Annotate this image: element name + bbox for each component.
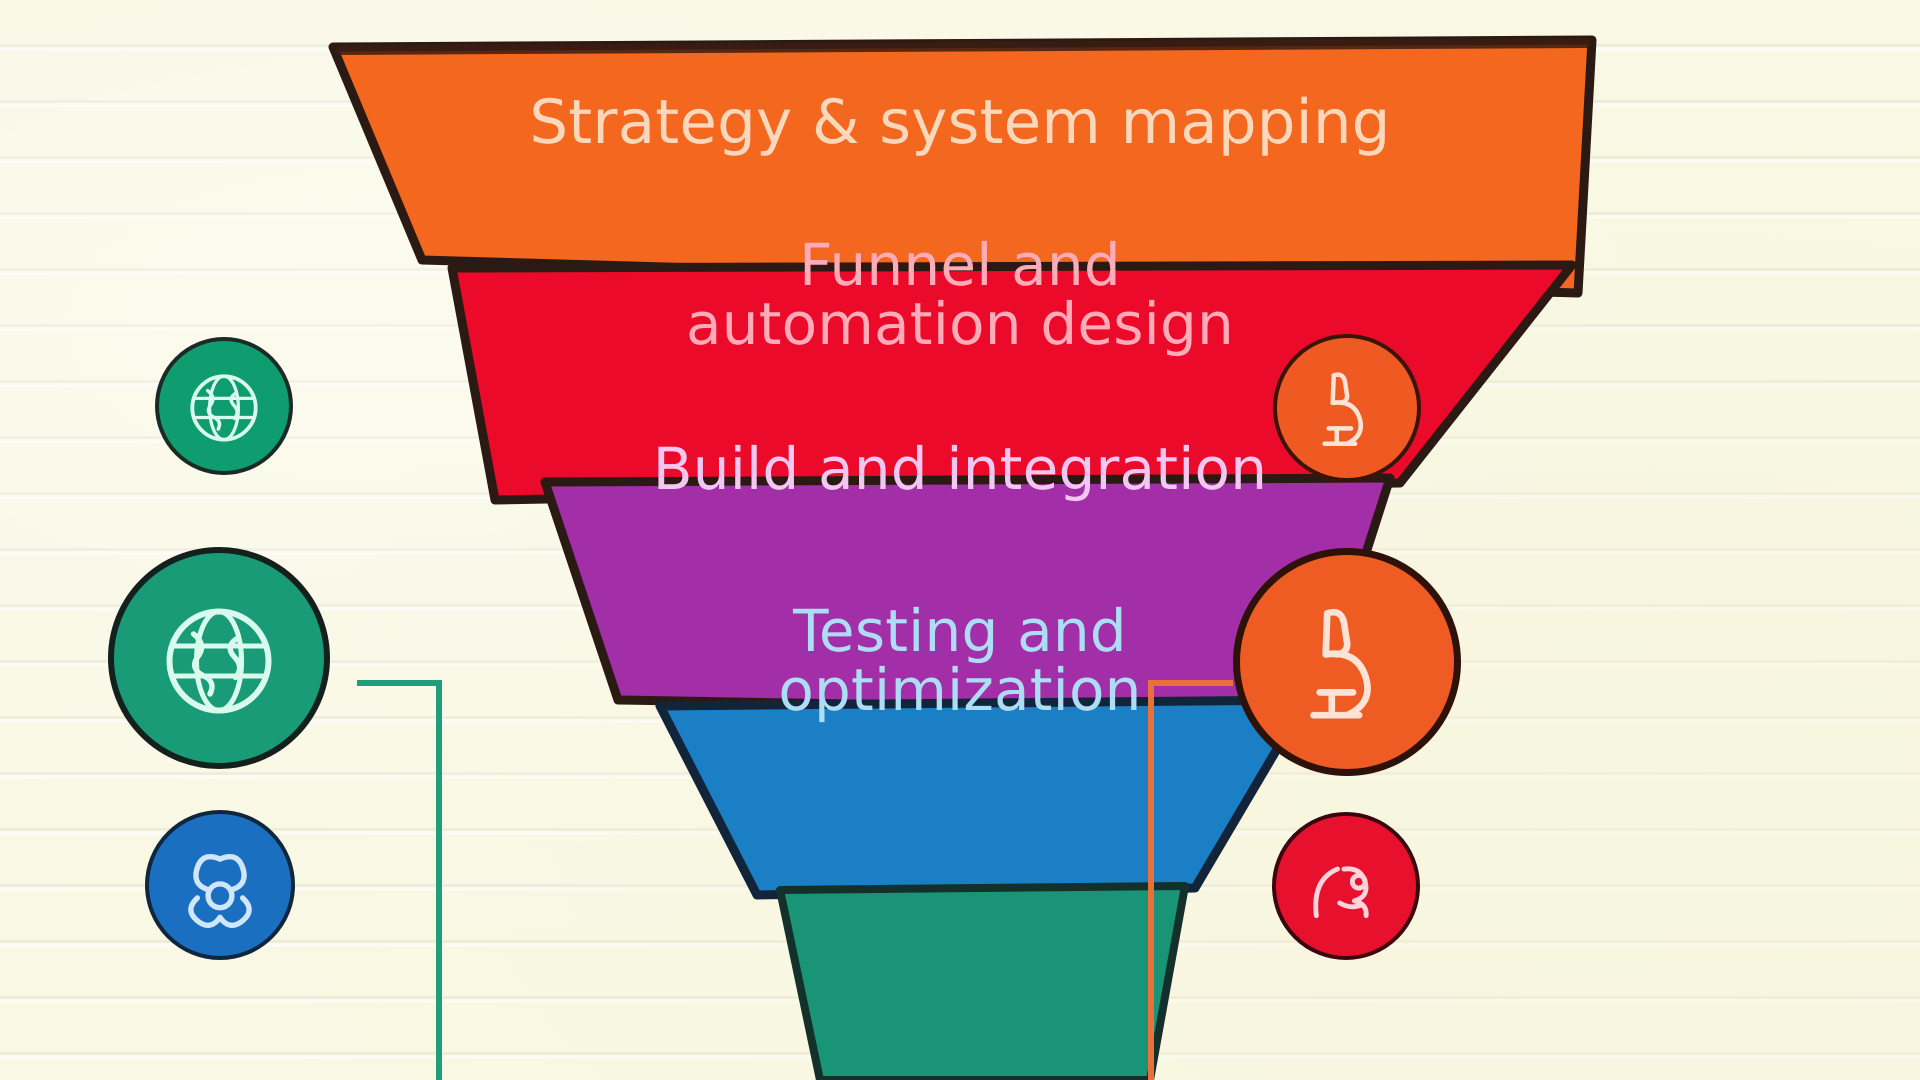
funnel-band-delivery[interactable] xyxy=(776,882,1189,1080)
globe-icon xyxy=(190,374,258,442)
funnel-band-delivery-shape xyxy=(776,882,1189,1080)
badge-ribbon-red-bottom[interactable] xyxy=(1272,812,1420,960)
funnel-band-label-build-integration: Build and integration xyxy=(652,435,1268,503)
funnel-band-label-strategy: Strategy & system mapping xyxy=(529,87,1391,158)
funnel-band-testing-optimization[interactable] xyxy=(655,695,1311,900)
microscope-icon xyxy=(1322,372,1364,446)
gear-flower-icon xyxy=(188,854,252,928)
badge-globe-green-small[interactable] xyxy=(155,337,293,475)
badge-microscope-orange-small[interactable] xyxy=(1273,334,1421,482)
funnel-band-strategy[interactable] xyxy=(328,35,1597,298)
globe-icon xyxy=(166,608,272,714)
microscope-icon xyxy=(1310,608,1371,719)
badge-gear-blue-bottom[interactable] xyxy=(145,810,295,960)
badge-microscope-orange-large[interactable] xyxy=(1233,548,1461,776)
badge-globe-green-large[interactable] xyxy=(108,547,330,769)
funnel-band-strategy-top-ink xyxy=(335,38,1591,55)
ribbon-icon xyxy=(1313,866,1369,919)
funnel-band-testing-optimization-shape xyxy=(655,695,1311,900)
funnel-band-label-funnel-automation: Funnel and automation design xyxy=(686,231,1234,359)
funnel-band-label-testing-optimization: Testing and optimization xyxy=(778,597,1142,725)
